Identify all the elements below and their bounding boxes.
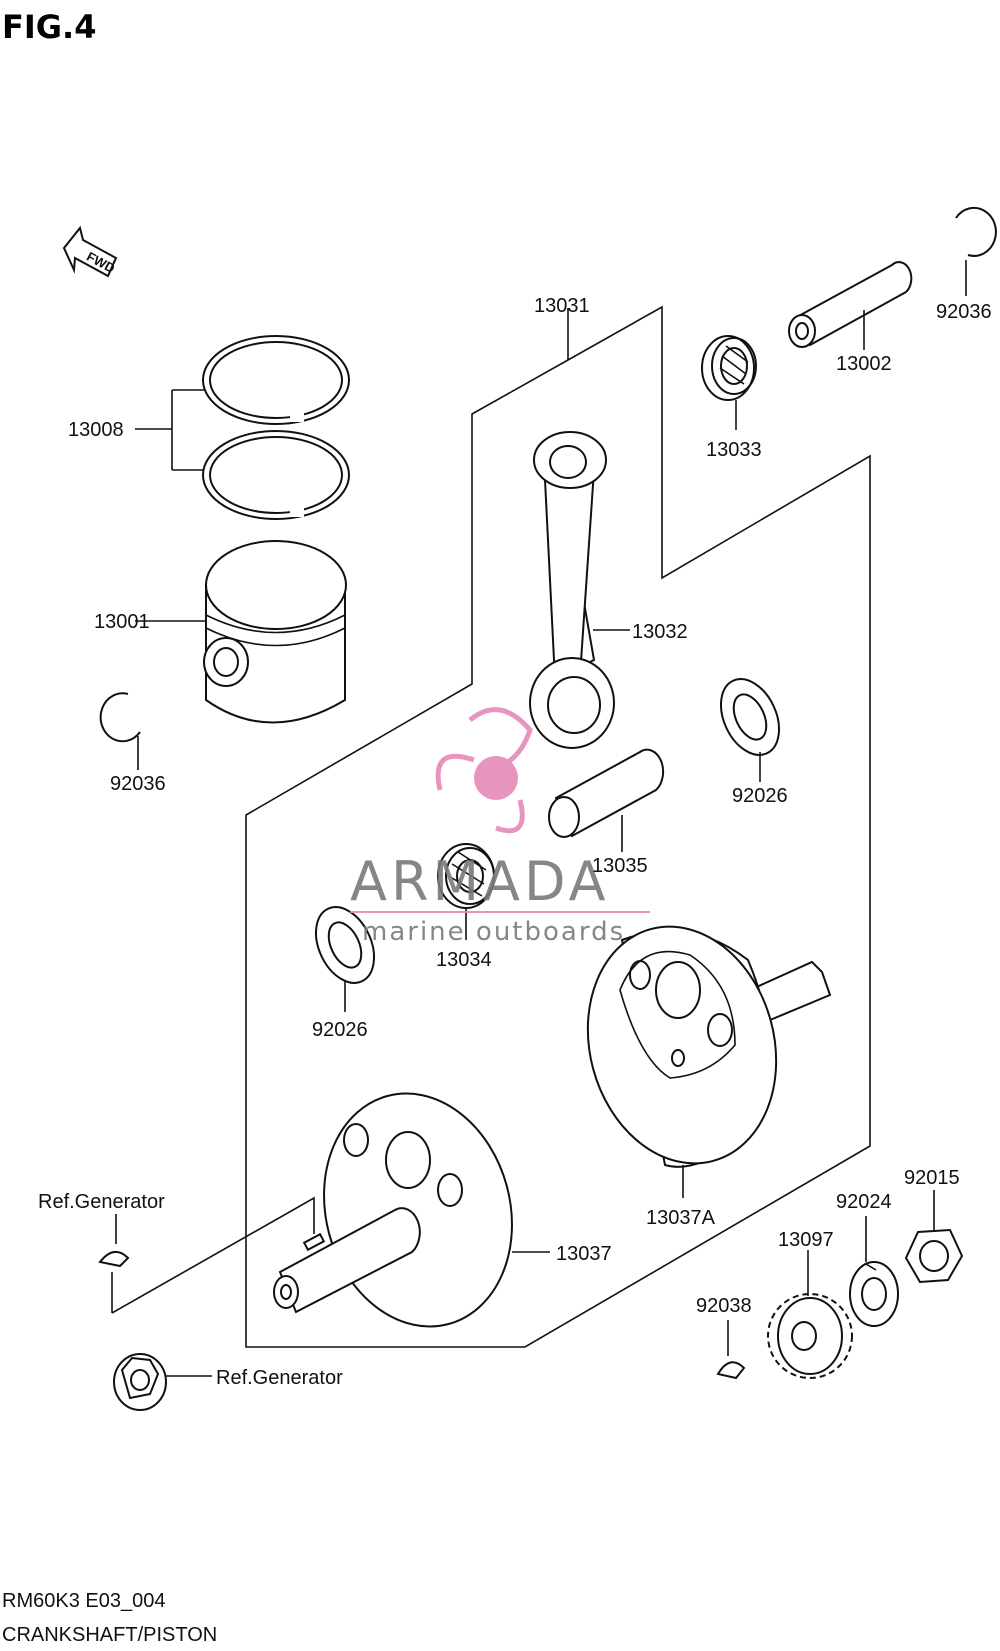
label-13037: 13037 xyxy=(556,1243,612,1265)
watermark-tagline: marine outboards xyxy=(362,917,625,947)
piston-pin xyxy=(788,261,913,350)
piston xyxy=(135,540,347,724)
figure-title: FIG.4 xyxy=(2,8,96,46)
circlip-right xyxy=(955,206,997,296)
label-92038: 92038 xyxy=(696,1295,752,1317)
label-92026-left: 92026 xyxy=(312,1019,368,1041)
crank-gear-13097 xyxy=(767,1250,853,1379)
circlip-left xyxy=(99,692,141,770)
woodruff-key-left xyxy=(98,1214,130,1268)
group-outline-lines xyxy=(111,305,871,1348)
flywheel-nut xyxy=(113,1353,212,1411)
nut-92015 xyxy=(904,1190,964,1284)
label-ref-generator-bottom: Ref.Generator xyxy=(216,1367,343,1389)
label-92036-right: 92036 xyxy=(936,301,992,323)
watermark-brand: ARMADA xyxy=(350,850,610,913)
woodruff-key-92038 xyxy=(716,1320,746,1380)
label-ref-generator-top: Ref.Generator xyxy=(38,1191,165,1213)
crankshaft-right-half xyxy=(586,925,832,1198)
label-13008: 13008 xyxy=(68,419,124,441)
label-92036-left: 92036 xyxy=(110,773,166,795)
label-13001: 13001 xyxy=(94,611,150,633)
label-13033: 13033 xyxy=(706,439,762,461)
label-13037A: 13037A xyxy=(646,1207,716,1229)
propeller-logo-icon xyxy=(435,707,533,834)
label-92026-right: 92026 xyxy=(732,785,788,807)
crankshaft-left-half xyxy=(273,1092,550,1328)
piston-rings xyxy=(135,335,350,520)
label-13097: 13097 xyxy=(778,1229,834,1251)
armada-watermark: ARMADA marine outboards xyxy=(350,707,650,947)
label-92015: 92015 xyxy=(904,1167,960,1189)
label-13032: 13032 xyxy=(632,621,688,643)
lock-washer-92024 xyxy=(849,1216,899,1327)
model-code: RM60K3 E03_004 xyxy=(2,1590,165,1612)
label-92024: 92024 xyxy=(836,1191,892,1213)
connecting-rod xyxy=(529,431,630,749)
label-13034: 13034 xyxy=(436,949,492,971)
big-end-bearing xyxy=(437,843,495,940)
fwd-arrow-icon: FWD xyxy=(62,225,117,278)
small-end-bearing xyxy=(701,335,757,430)
label-13002: 13002 xyxy=(836,353,892,375)
thrust-washer-left xyxy=(314,906,376,1012)
section-title: CRANKSHAFT/PISTON xyxy=(2,1624,217,1646)
thrust-washer-right xyxy=(719,678,781,782)
label-13031: 13031 xyxy=(534,295,590,317)
crank-pin xyxy=(548,748,665,852)
label-13035: 13035 xyxy=(592,855,648,877)
